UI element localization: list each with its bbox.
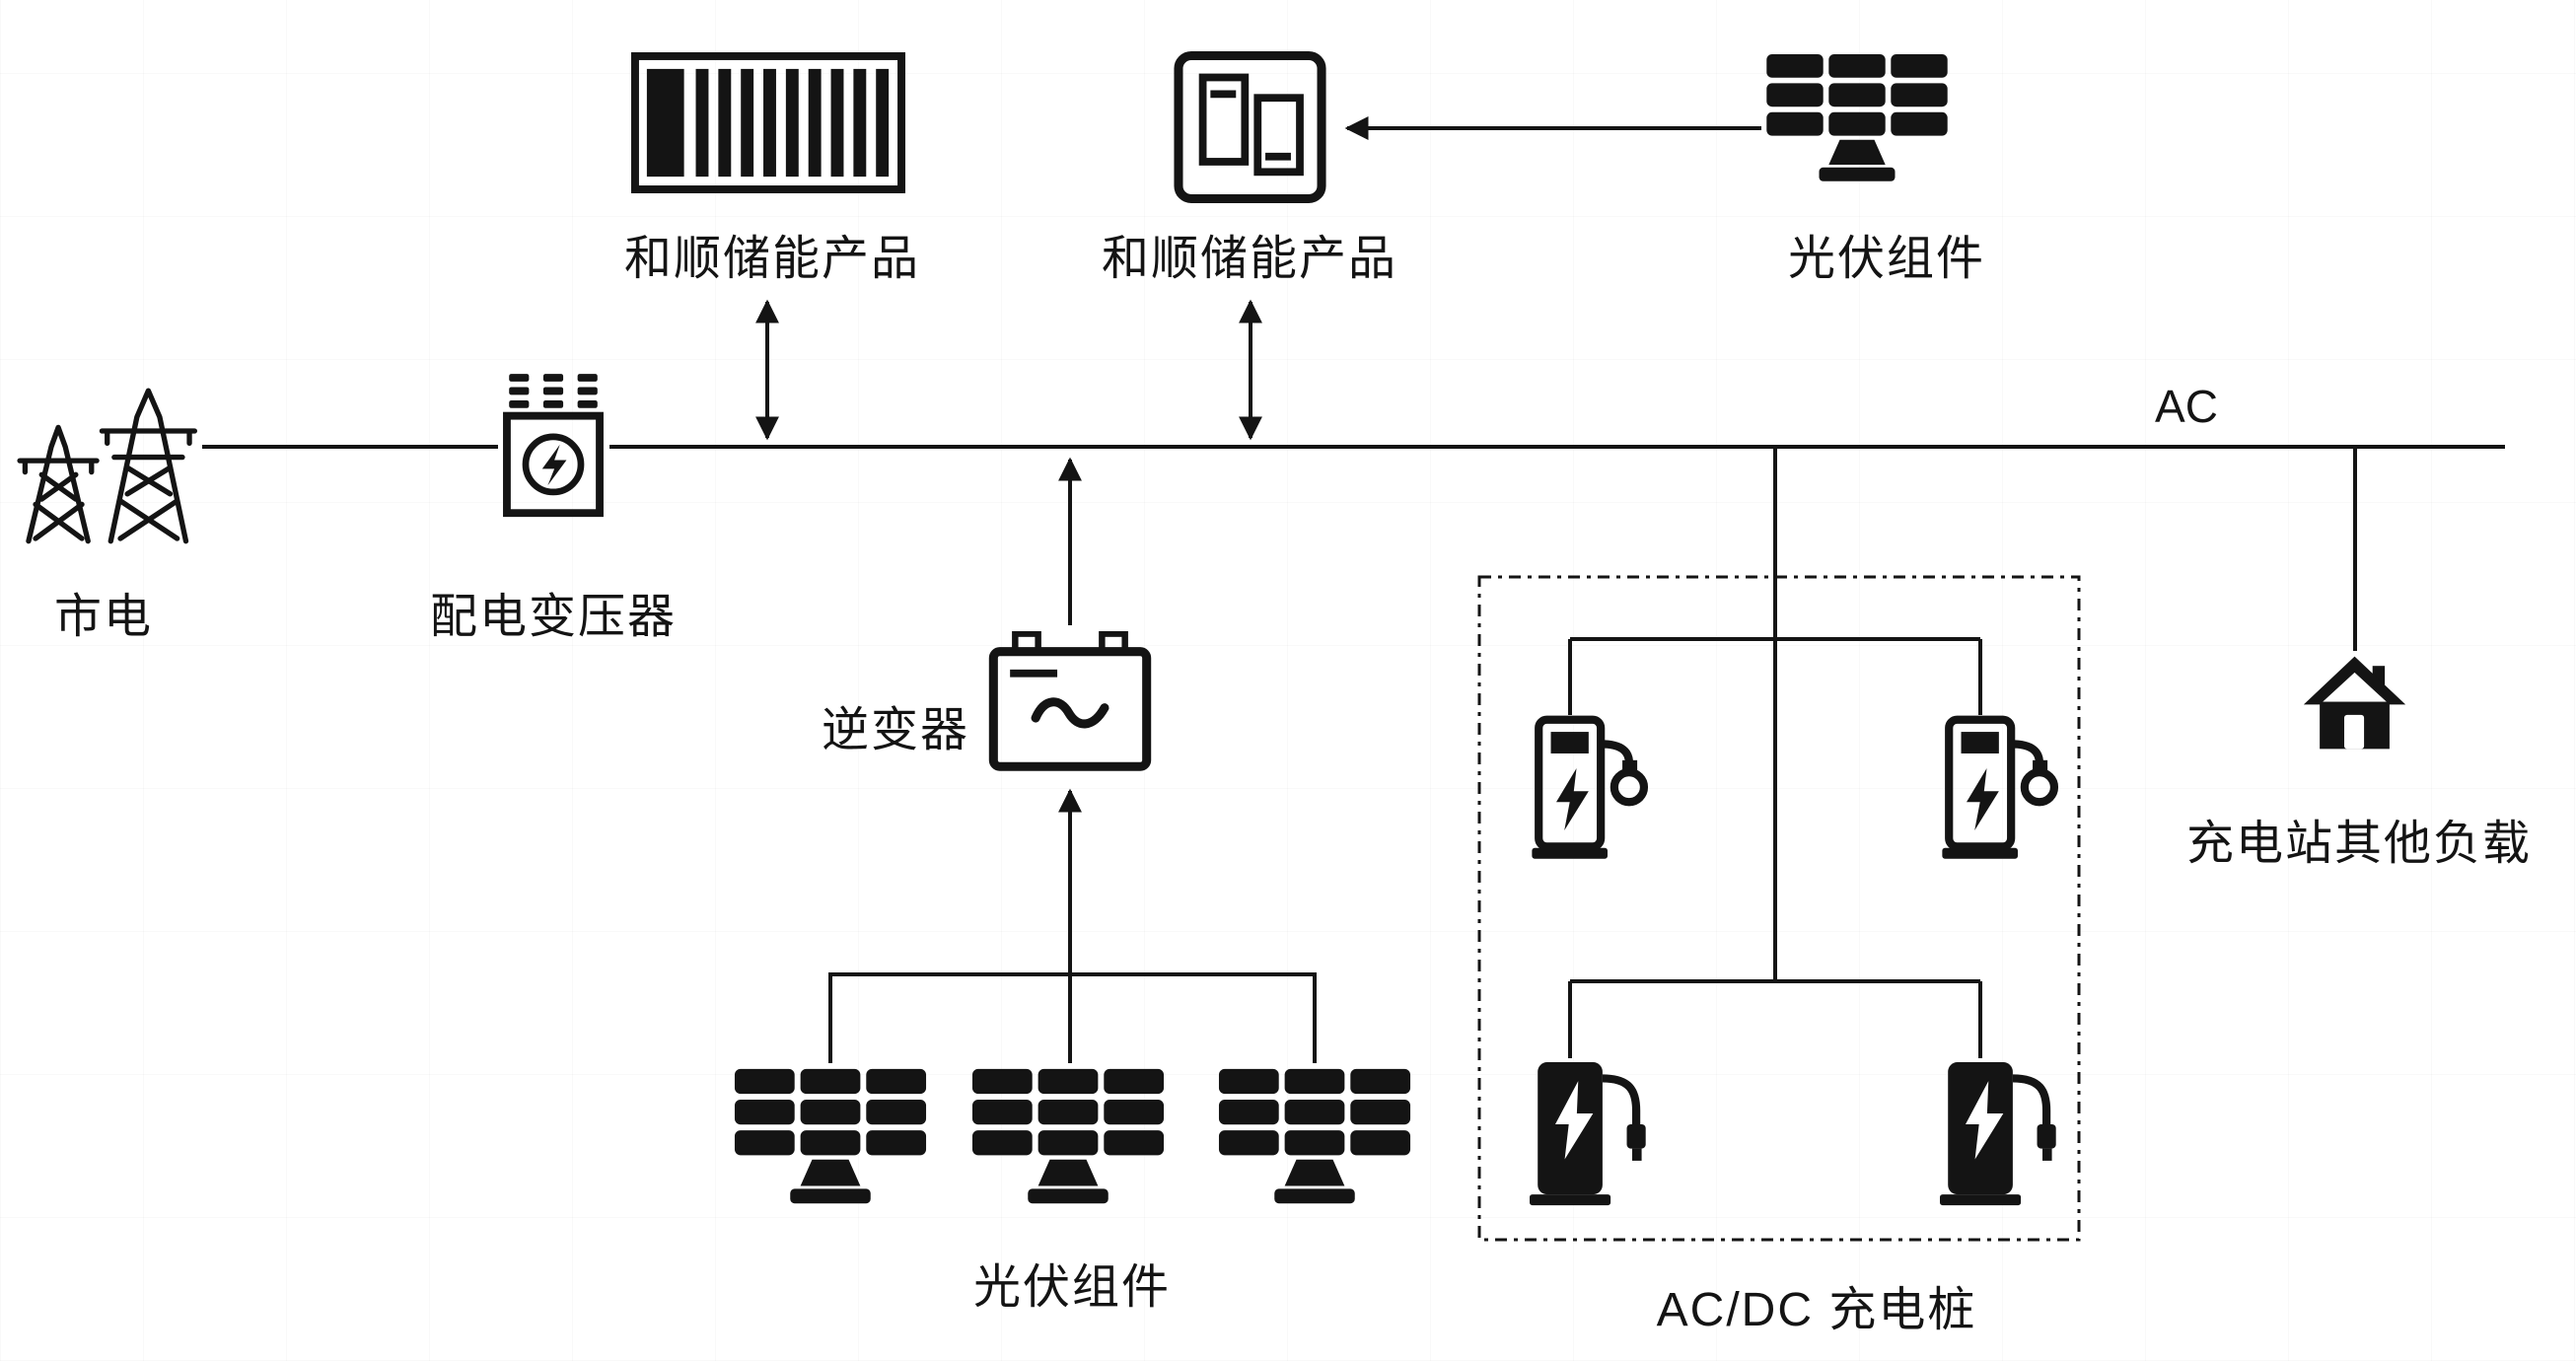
storage-cabinet-icon: [631, 52, 905, 193]
pv-bottom-panel-1: [732, 1068, 929, 1216]
ev-charger-plug-icon: [1532, 715, 1649, 859]
charger-group-dashed-box: [1477, 575, 2081, 1242]
ac-charger-left: [1531, 705, 1659, 868]
ev-charger-plug-icon: [1942, 715, 2059, 859]
pv-top-label: 光伏组件: [1787, 233, 1985, 285]
storage-converter-node: [1169, 49, 1331, 205]
pv-bottom-label: 光伏组件: [972, 1261, 1171, 1314]
transformer-icon: [503, 374, 604, 518]
inverter-icon: [988, 631, 1152, 771]
solar-panel-icon: [1766, 54, 1948, 181]
pv-bottom-panel-2: [969, 1068, 1167, 1216]
ac-bus-label: AC: [2155, 381, 2218, 432]
charger-group-label: AC/DC 充电桩: [1656, 1284, 1977, 1336]
charger-top-rail: [1568, 637, 1982, 715]
dc-charger-left: [1530, 1050, 1658, 1213]
storage-cabinet-label: 和顺储能产品: [623, 233, 920, 285]
storage-converter-label: 和顺储能产品: [1101, 233, 1397, 285]
transformer-node: [498, 373, 608, 521]
solar-panel-icon: [971, 1068, 1165, 1204]
dc-charger-right: [1940, 1050, 2068, 1213]
utility-grid-node: [13, 373, 205, 550]
pv-top-node: [1753, 54, 1961, 192]
solar-panel-icon: [734, 1068, 927, 1204]
storage-converter-icon: [1174, 50, 1326, 204]
ev-fast-charger-icon: [1530, 1062, 1646, 1206]
charger-bottom-rail: [1568, 979, 1982, 1058]
other-load-label: 充电站其他负载: [2185, 818, 2532, 870]
utility-grid-label: 市电: [53, 591, 153, 643]
storage-cabinet-node: [631, 51, 905, 194]
pv-array-bracket: [828, 972, 1317, 1063]
solar-panel-icon: [1218, 1068, 1411, 1204]
house-icon: [2303, 656, 2406, 750]
inverter-label: 逆变器: [821, 704, 969, 756]
ev-fast-charger-icon: [1940, 1062, 2056, 1206]
pv-bottom-panel-3: [1216, 1068, 1413, 1216]
other-load-node: [2301, 651, 2409, 754]
transformer-label: 配电变压器: [429, 591, 677, 643]
transmission-tower-icon: [17, 388, 198, 544]
inverter-node: [986, 631, 1154, 774]
ac-charger-right: [1941, 705, 2069, 868]
